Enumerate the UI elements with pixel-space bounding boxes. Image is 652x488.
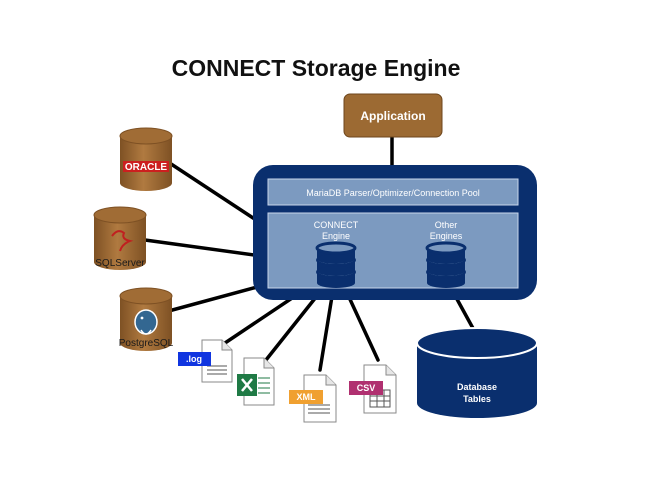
other-engines-label-line2: Engines	[430, 231, 463, 241]
log-file-label: .log	[186, 354, 202, 364]
mariadb-server: MariaDB Parser/Optimizer/Connection Pool…	[253, 165, 537, 300]
oracle-source: ORACLE	[119, 127, 173, 191]
engines-panel	[267, 212, 519, 289]
excel-x-glyph	[241, 378, 253, 392]
excel-file-icon	[237, 357, 275, 406]
connect-engine-db-icon	[315, 241, 357, 288]
xml-file-label: XML	[297, 392, 317, 402]
application-label: Application	[360, 109, 425, 123]
csv-file-label: CSV	[357, 383, 376, 393]
database-tables-label-line2: Tables	[463, 394, 491, 404]
parser-label: MariaDB Parser/Optimizer/Connection Pool	[306, 188, 480, 198]
oracle-logo-text: ORACLE	[125, 162, 168, 173]
xml-file-tag	[289, 390, 323, 404]
sqlserver-logo-icon	[111, 230, 134, 252]
parser-bar	[267, 178, 519, 206]
other-engines-label-line1: Other	[435, 220, 458, 230]
csv-file-icon: CSV	[349, 364, 397, 414]
postgresql-source: PostgreSQL	[119, 287, 174, 351]
oracle-logo-band	[123, 161, 169, 172]
postgresql-elephant-icon	[134, 309, 158, 335]
xml-file-icon: XML	[289, 374, 337, 423]
log-file-tag	[178, 352, 211, 366]
application-box: Application	[343, 93, 443, 138]
database-tables-cylinder: Database Tables	[416, 327, 538, 418]
connector-lines	[143, 134, 477, 372]
sqlserver-source: SQLServer	[93, 206, 147, 270]
sqlserver-logo-text: SQLServer	[95, 258, 145, 269]
connect-engine-label-line2: Engine	[322, 231, 350, 241]
database-tables-label-line1: Database	[457, 382, 497, 392]
csv-file-tag	[349, 381, 383, 395]
connect-engine-label-line1: CONNECT	[314, 220, 359, 230]
other-engines-db-icon	[425, 241, 467, 288]
page-title: CONNECT Storage Engine	[172, 55, 461, 81]
postgresql-logo-text: PostgreSQL	[119, 338, 174, 349]
log-file-icon: .log	[178, 339, 233, 383]
